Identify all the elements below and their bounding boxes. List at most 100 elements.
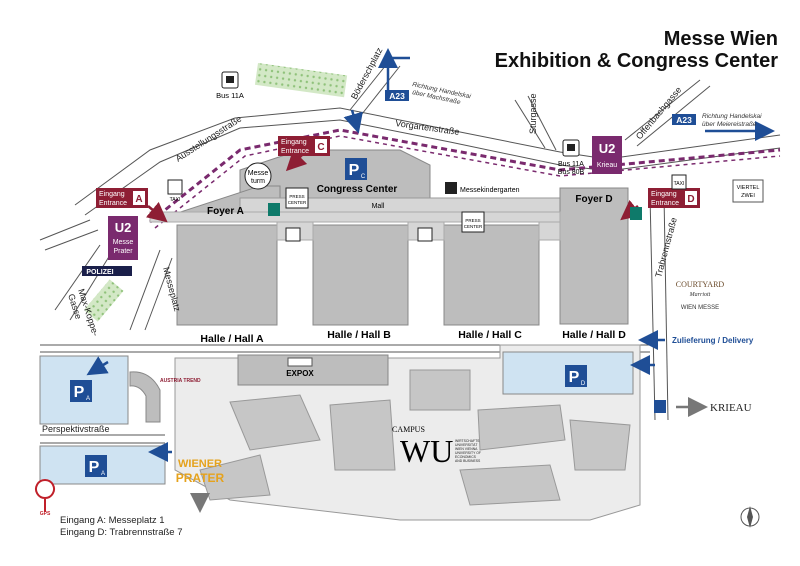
parking-a-south-icon xyxy=(85,455,107,477)
press-center-1-icon xyxy=(285,187,309,209)
gps-legend: Eingang A: Messeplatz 1 Eingang D: Trabr… xyxy=(60,515,183,539)
entrance-a-arrow xyxy=(145,201,168,223)
press-center-1-text-1: PRESS xyxy=(289,194,304,199)
street-trabrennstrasse: Trabrennstraße xyxy=(653,216,679,278)
krieau-sign-icon xyxy=(654,400,666,413)
parking-arrow-left xyxy=(86,356,109,376)
polizei-label: POLIZEI xyxy=(86,269,113,276)
viertel-zwei-1: VIERTEL xyxy=(737,185,760,191)
legend-entrance-d: Eingang D: Trabrennstraße 7 xyxy=(60,527,183,538)
entrance-a-text-1: Eingang xyxy=(99,191,125,198)
green-area xyxy=(254,63,348,98)
street-vorgartenstrasse: Vorgartenstraße xyxy=(395,118,460,137)
u2-messe-prater-2: Prater xyxy=(113,248,133,255)
label-delivery: Zulieferung / Delivery xyxy=(672,336,754,345)
press-center-1-text-2: CENTER xyxy=(288,200,307,205)
label-krieau: KRIEAU xyxy=(710,402,752,414)
label-mall: Mall xyxy=(372,203,385,210)
wu-small-6: AND BUSINESS xyxy=(455,459,481,463)
parking-d-sub: D xyxy=(581,381,586,387)
label-hall-d: Halle / Hall D xyxy=(562,329,626,341)
entrance-d-letter: D xyxy=(687,194,694,205)
cafe-icon-1 xyxy=(285,227,301,242)
street-perspektivstrasse: Perspektivstraße xyxy=(42,424,110,434)
hall-c-building xyxy=(443,224,540,326)
legend-entrance-a: Eingang A: Messeplatz 1 xyxy=(60,515,165,526)
bus-stop-right-label-1: Bus 11A xyxy=(558,161,584,168)
hall-a-building xyxy=(176,224,278,326)
expox-building xyxy=(237,354,389,386)
title-line-2: Exhibition & Congress Center xyxy=(494,50,778,72)
bus-stop-right-label-2: Bus 80B xyxy=(558,169,585,176)
foyer-d-building xyxy=(559,187,629,325)
label-hall-b: Halle / Hall B xyxy=(327,329,391,341)
u2-track xyxy=(149,128,781,224)
wu-small-5: ECONOMICS xyxy=(455,455,477,459)
press-center-2-text-1: PRESS xyxy=(465,218,480,223)
u2-messe-prater-u2: U2 xyxy=(115,220,132,235)
parking-a-south-p: P xyxy=(89,459,100,476)
entrance-d-text-1: Eingang xyxy=(651,191,677,198)
entrance-c-letter: C xyxy=(317,142,324,153)
gps-pin-label: GPS xyxy=(40,511,51,517)
dir-right-1: Richtung Handelskai xyxy=(702,113,762,120)
entrance-a-text-2: Entrance xyxy=(99,200,127,207)
polizei-badge xyxy=(82,266,132,276)
compass-icon xyxy=(740,506,760,528)
entrance-c-text-2: Entrance xyxy=(281,148,309,155)
u2-krieau-badge xyxy=(592,136,622,174)
gps-pin-icon xyxy=(35,479,55,512)
label-wu: WU xyxy=(400,433,453,469)
cafe-icon-2 xyxy=(417,227,433,242)
dir-right-2: über Meiereistraße xyxy=(702,121,757,128)
label-congress-center: Congress Center xyxy=(317,184,398,195)
prater-logo-2: PRATER xyxy=(176,471,225,485)
viertel-zwei-box xyxy=(732,179,764,203)
label-austria-trend: AUSTRIA TREND xyxy=(160,378,201,384)
messeturm-icon xyxy=(244,162,272,190)
label-foyer-d: Foyer D xyxy=(575,194,612,205)
venue-complex xyxy=(149,149,629,326)
entrance-c-text-1: Eingang xyxy=(281,139,307,146)
hall-b-building xyxy=(312,224,409,326)
label-messekindergarten: Messekindergarten xyxy=(460,187,520,194)
label-foyer-a: Foyer A xyxy=(207,206,244,217)
wu-small-3: WIEN VIENNA xyxy=(455,447,478,451)
street-sturgasse: Sturgasse xyxy=(528,93,538,134)
press-center-2-text-2: CENTER xyxy=(464,224,483,229)
label-expox: EXPOX xyxy=(286,369,314,378)
parking-a-north-sub: A xyxy=(86,396,90,402)
parking-a-north-p: P xyxy=(74,384,85,401)
u2-messe-prater-badge xyxy=(108,216,138,260)
green-area xyxy=(84,279,124,322)
parking-a-south-sub: A xyxy=(101,471,105,477)
courtyard-logo-3: WIEN MESSE xyxy=(681,305,719,311)
kindergarten-icon xyxy=(445,182,457,194)
wu-small-4: UNIVERSITY OF xyxy=(455,451,481,455)
parking-c-p: P xyxy=(349,162,360,179)
boderschplatz-arrow xyxy=(343,109,363,134)
parking-d-icon xyxy=(565,365,587,387)
a23-badge-left-text: A23 xyxy=(389,91,405,101)
a23-badge-right-text: A23 xyxy=(676,115,692,125)
parking-d-p: P xyxy=(569,369,580,386)
u2-krieau-label: Krieau xyxy=(597,162,617,169)
info-icon-left xyxy=(268,203,280,216)
messeturm-text-1: Messe xyxy=(248,170,269,177)
info-icon-right xyxy=(630,207,642,220)
a23-badge-right xyxy=(672,114,696,125)
taxi-icon-right xyxy=(671,174,687,190)
label-campus: CAMPUS xyxy=(392,425,425,434)
taxi-right-label: TAXI xyxy=(674,181,685,187)
taxi-left-label: TAXI xyxy=(170,197,181,203)
prater-logo-1: WIENER xyxy=(178,458,222,470)
u2-messe-prater-1: Messe xyxy=(113,239,134,246)
press-center-2-icon xyxy=(461,211,485,233)
wu-small-1: WIRTSCHAFTS xyxy=(455,439,480,443)
courtyard-logo-2: Marriott xyxy=(689,292,711,298)
entrance-d-text-2: Entrance xyxy=(651,200,679,207)
viertel-zwei-2: ZWEI xyxy=(741,193,755,199)
wu-small-2: UNIVERSITÄT xyxy=(455,443,477,447)
austria-trend-hotel xyxy=(129,371,161,423)
